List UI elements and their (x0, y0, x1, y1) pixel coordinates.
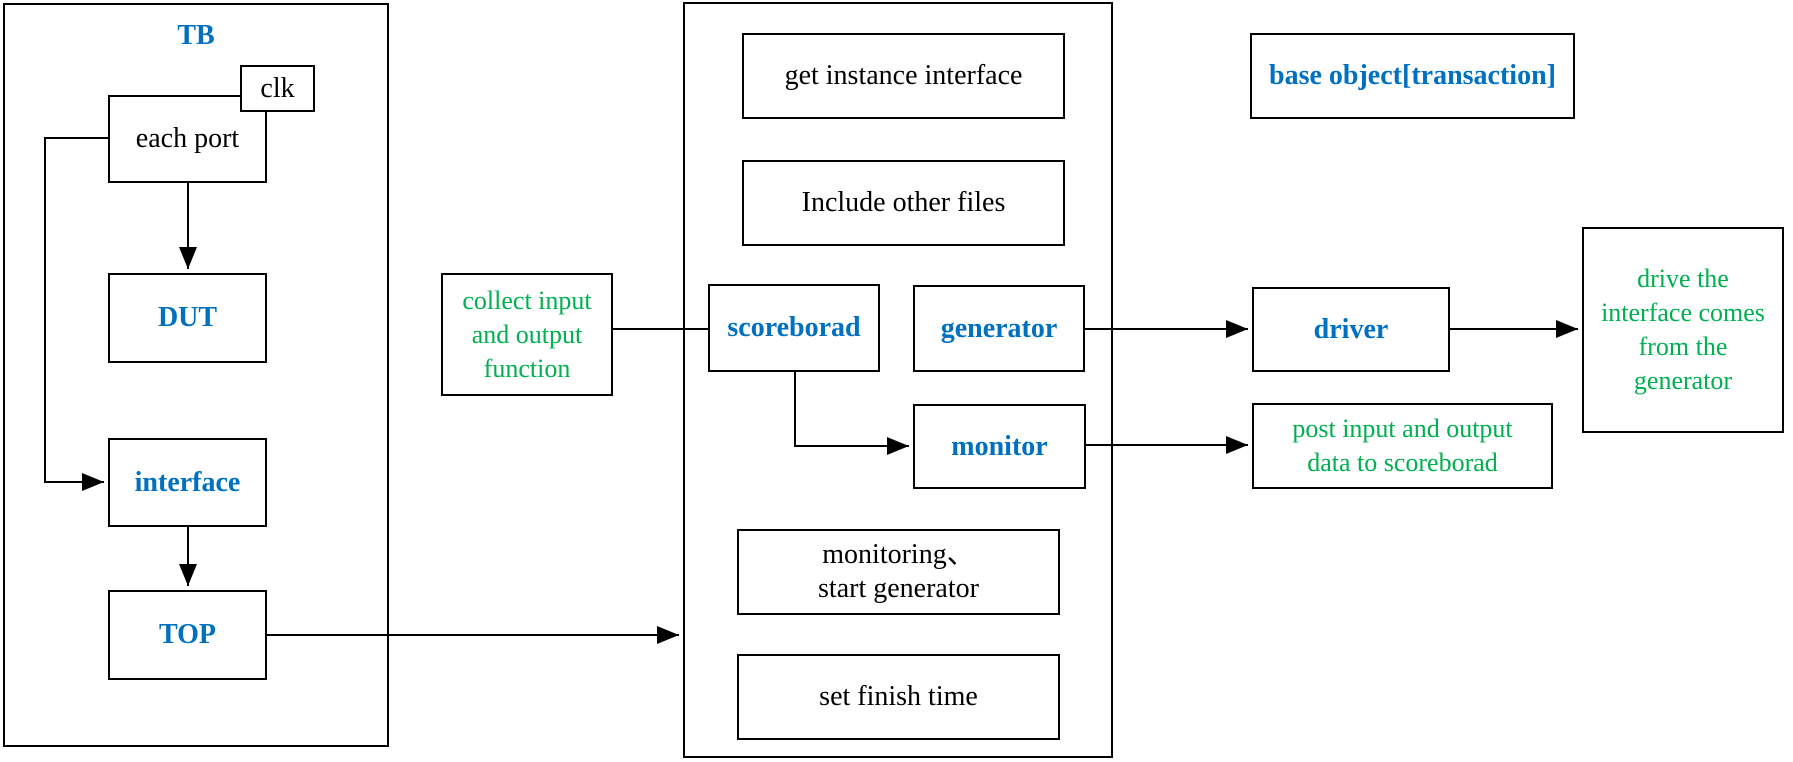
base-object-box: base object[transaction] (1250, 33, 1575, 119)
collect-function-label: collect input and output function (462, 285, 592, 383)
get-instance-box: get instance interface (742, 33, 1065, 119)
top-box: TOP (108, 590, 267, 680)
post-data-box: post input and output data to scoreborad (1252, 403, 1553, 489)
driver-box: driver (1252, 287, 1450, 372)
include-files-box: Include other files (742, 160, 1065, 246)
scoreboard-label: scoreborad (727, 312, 861, 343)
scoreboard-box: scoreborad (708, 284, 880, 372)
monitoring-start-generator-box: monitoring、 start generator (737, 529, 1060, 615)
monitor-box: monitor (913, 404, 1086, 489)
collect-function-box: collect input and output function (441, 273, 613, 396)
include-files-label: Include other files (801, 187, 1006, 218)
tb-panel-title: TB (177, 20, 215, 51)
drive-interface-label: drive the interface comes from the gener… (1601, 264, 1765, 395)
monitoring-start-generator-label: monitoring、 start generator (818, 539, 979, 604)
generator-box: generator (913, 285, 1085, 372)
interface-box: interface (108, 438, 267, 527)
get-instance-label: get instance interface (784, 60, 1023, 91)
post-data-label: post input and output data to scoreborad (1292, 414, 1513, 477)
monitor-label: monitor (951, 430, 1048, 462)
set-finish-time-box: set finish time (737, 654, 1060, 740)
top-label: TOP (158, 619, 217, 650)
driver-label: driver (1313, 313, 1389, 345)
each-port-label: each port (135, 123, 240, 154)
interface-label: interface (134, 466, 241, 498)
dut-box: DUT (108, 273, 267, 363)
set-finish-time-label: set finish time (819, 681, 978, 712)
clk-box: clk (240, 65, 315, 112)
base-object-label: base object[transaction] (1269, 60, 1556, 91)
dut-label: DUT (157, 302, 218, 333)
clk-label: clk (260, 72, 295, 104)
generator-label: generator (940, 312, 1058, 344)
drive-interface-box: drive the interface comes from the gener… (1582, 227, 1784, 433)
